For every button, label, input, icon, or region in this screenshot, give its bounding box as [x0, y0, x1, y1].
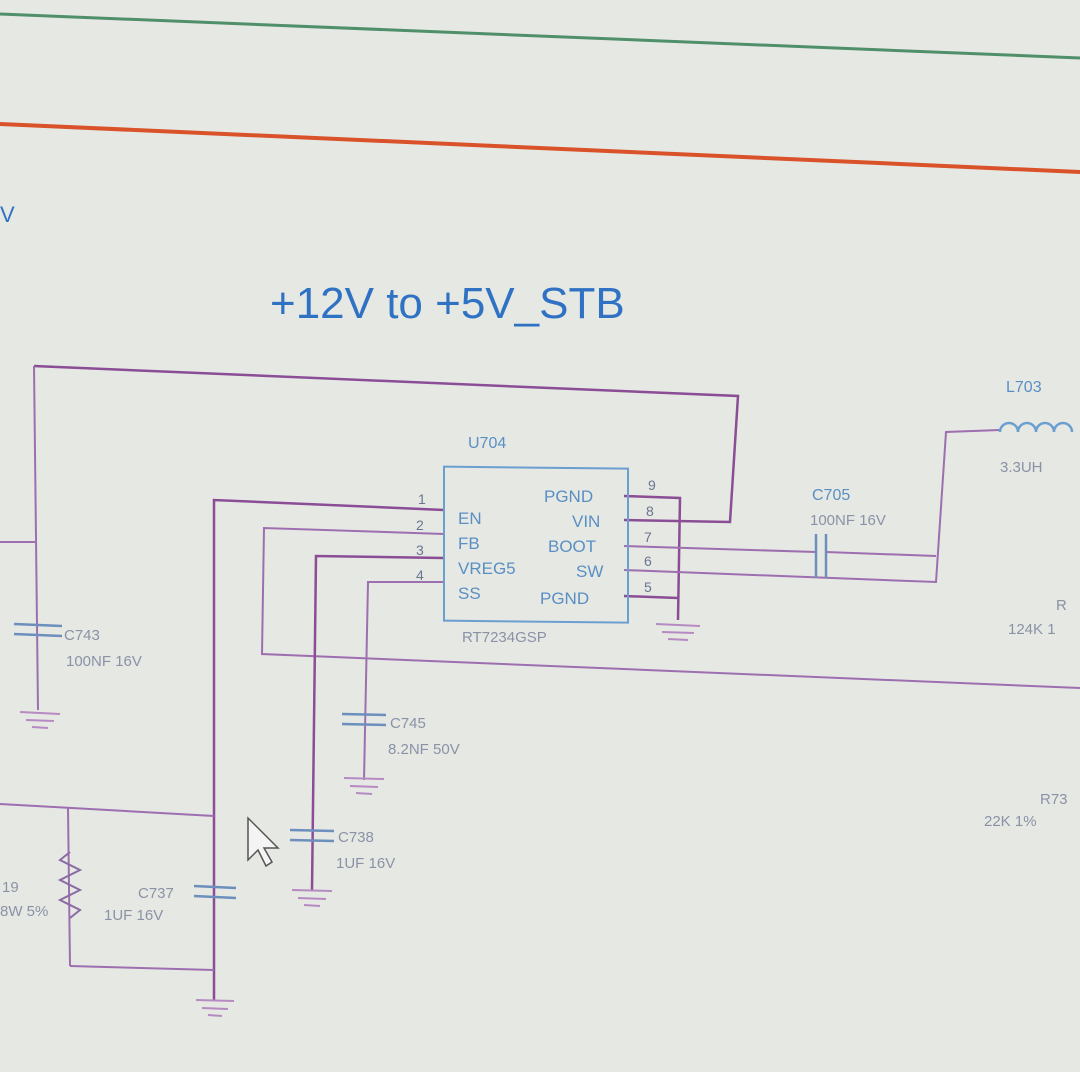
r-left-value: 8W 5%	[0, 903, 48, 920]
c745-value: 8.2NF 50V	[388, 741, 460, 758]
wire-sw[interactable]	[623, 429, 1001, 584]
pin-ss-label: SS	[458, 584, 481, 603]
capacitor-c745[interactable]	[341, 712, 387, 727]
pin-8-num: 8	[646, 503, 654, 519]
pin-3-num: 3	[416, 542, 424, 558]
wire-vin-loop[interactable]	[33, 364, 740, 524]
pin-pgnd2-label: PGND	[540, 589, 589, 608]
c738-value: 1UF 16V	[336, 855, 395, 872]
wire-left-rail[interactable]	[33, 365, 39, 711]
frame-border-green	[0, 12, 1080, 60]
pin-1-num: 1	[418, 491, 426, 507]
capacitor-c737[interactable]	[193, 884, 237, 900]
c745-ref: C745	[390, 715, 426, 732]
pin-9-num: 9	[648, 477, 656, 493]
ground-c743	[19, 711, 61, 729]
ground-ic	[655, 623, 701, 641]
c737-ref: C737	[138, 885, 174, 902]
ic-u704-body[interactable]	[443, 465, 629, 624]
ground-c738	[291, 889, 333, 907]
pin-vin-label: VIN	[572, 512, 600, 531]
inductor-l703[interactable]	[998, 421, 1074, 433]
pin-5-num: 5	[644, 579, 652, 595]
ic-ref: U704	[468, 435, 506, 452]
resistor-left[interactable]	[57, 851, 83, 919]
r-left-ref: 19	[2, 879, 19, 896]
mouse-cursor-icon	[247, 816, 280, 868]
pin-6-num: 6	[644, 553, 652, 569]
l703-value: 3.3UH	[1000, 459, 1043, 476]
pin-2-num: 2	[416, 517, 424, 533]
r-right-bot-value: 22K 1%	[984, 813, 1037, 830]
wire-c705-right[interactable]	[825, 551, 937, 557]
pin-pgnd-label: PGND	[544, 487, 593, 506]
c738-ref: C738	[338, 829, 374, 846]
pin-4-num: 4	[416, 567, 424, 583]
ic-part: RT7234GSP	[462, 629, 547, 646]
left-edge-label: V	[0, 202, 15, 227]
wire-en[interactable]	[212, 498, 445, 1000]
pin-boot-label: BOOT	[548, 537, 596, 556]
c737-value: 1UF 16V	[104, 907, 163, 924]
r-right-top-ref: R	[1056, 597, 1067, 614]
c705-ref: C705	[812, 487, 850, 504]
r-right-top-value: 124K 1	[1008, 621, 1056, 638]
r-right-bot-ref: R73	[1040, 791, 1068, 808]
ground-c737	[195, 999, 235, 1017]
pin-vreg5-label: VREG5	[458, 559, 516, 578]
wire-pgnd[interactable]	[623, 494, 682, 621]
c705-value: 100NF 16V	[810, 512, 886, 529]
wire-pgnd-5[interactable]	[623, 594, 679, 600]
c743-value: 100NF 16V	[66, 653, 142, 670]
wire-bottom-left[interactable]	[0, 803, 215, 817]
capacitor-c705[interactable]	[814, 534, 828, 578]
wire-r-left[interactable]	[67, 807, 71, 967]
pin-en-label: EN	[458, 509, 482, 528]
frame-border-red	[0, 122, 1080, 174]
capacitor-c743[interactable]	[13, 622, 63, 638]
l703-ref: L703	[1006, 379, 1042, 396]
wire-boot[interactable]	[623, 545, 817, 553]
pin-7-num: 7	[644, 529, 652, 545]
pin-fb-label: FB	[458, 534, 480, 553]
pin-sw-label: SW	[576, 562, 603, 581]
capacitor-c738[interactable]	[289, 828, 335, 843]
ground-c745	[343, 777, 385, 795]
wire-fb[interactable]	[260, 526, 1080, 689]
wire-bottom-return[interactable]	[69, 965, 215, 971]
c743-ref: C743	[64, 627, 100, 644]
sheet-title: +12V to +5V_STB	[270, 279, 625, 328]
wire-vreg5[interactable]	[310, 554, 445, 891]
